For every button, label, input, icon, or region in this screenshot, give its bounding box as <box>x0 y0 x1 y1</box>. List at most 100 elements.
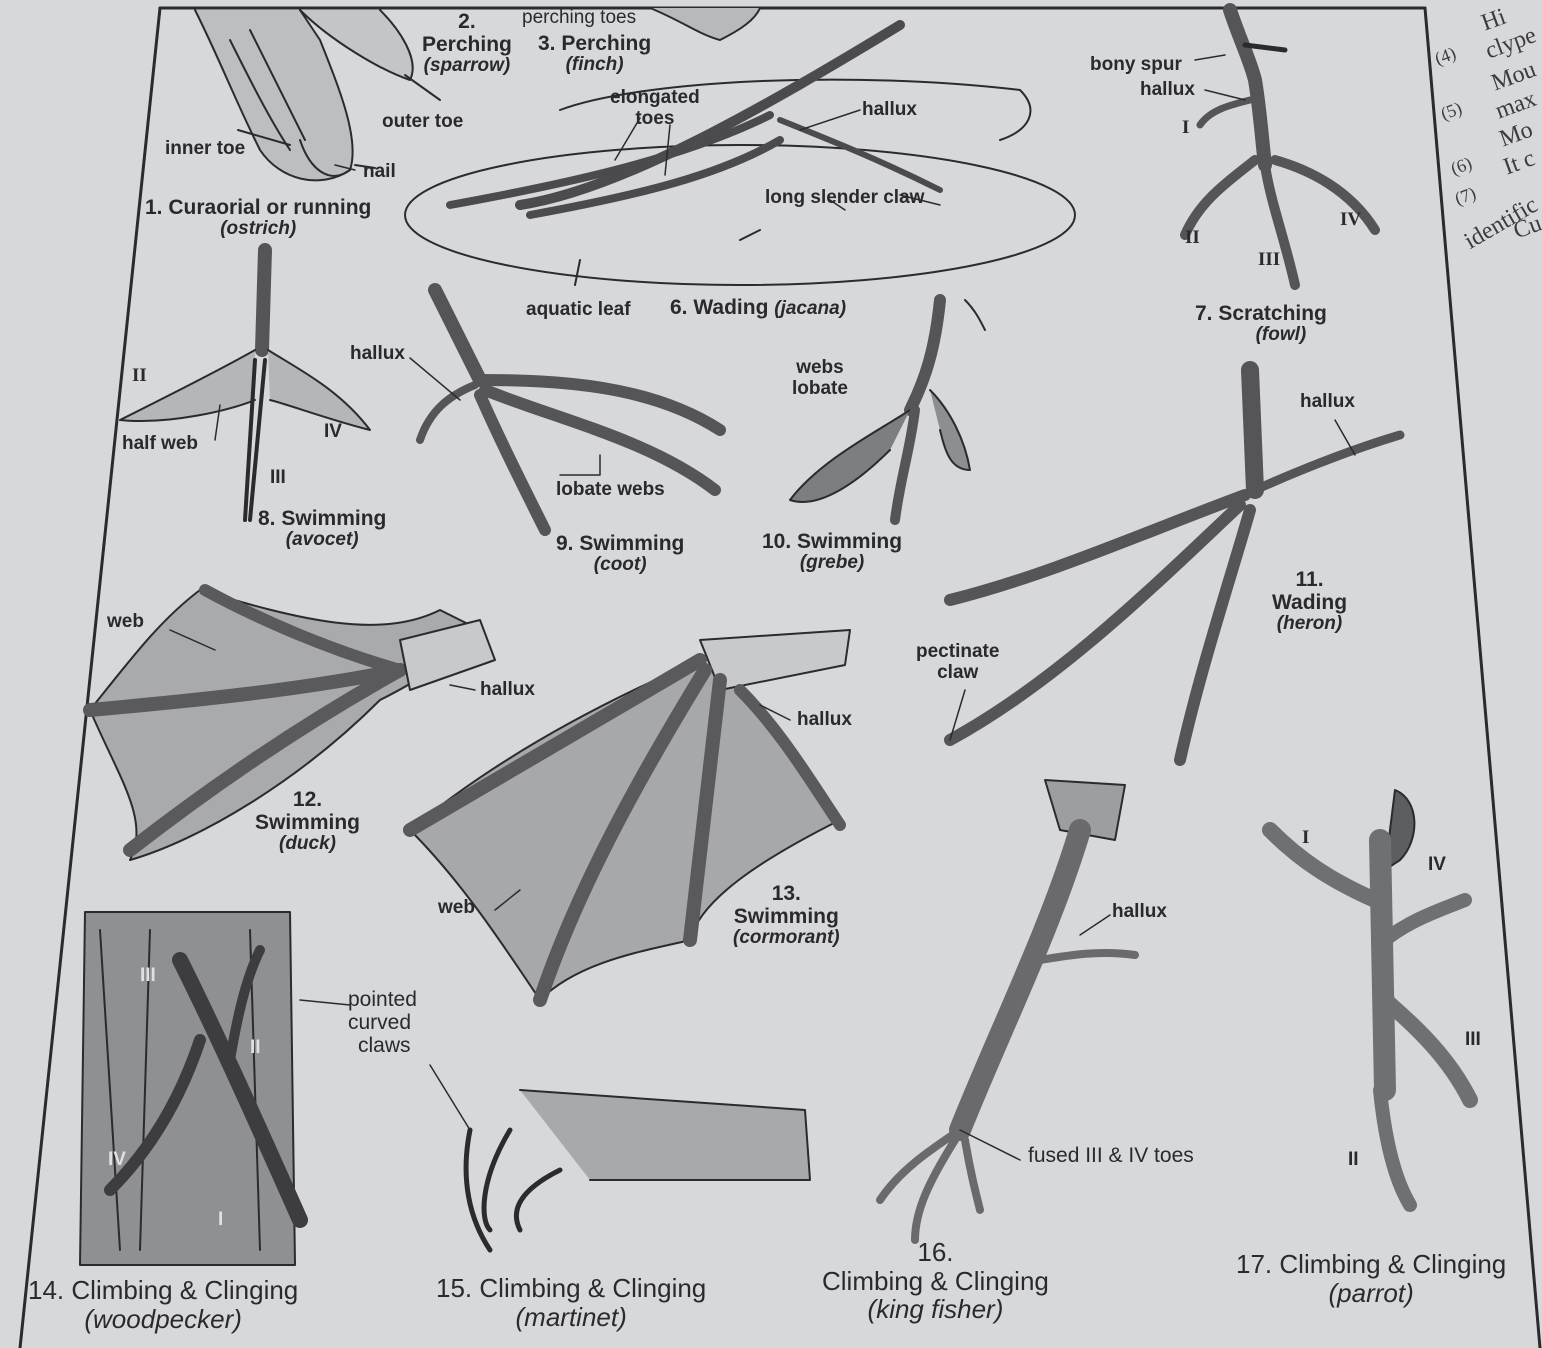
duck-web-label: web <box>107 612 144 633</box>
fig7-species: (fowl) <box>1235 325 1327 346</box>
perching-toes-label: perching toes <box>522 8 636 29</box>
fig14-number: 14. <box>28 1275 64 1305</box>
fig15-number: 15. <box>436 1273 472 1303</box>
woodpecker-toe-i: I <box>218 1210 223 1231</box>
fig6-number: 6. <box>670 296 688 319</box>
webs-lobate-line1: webs <box>792 358 848 379</box>
fig8-species: (avocet) <box>258 530 386 551</box>
fig8-number: 8. <box>258 507 276 530</box>
fowl-hallux-label: hallux <box>1140 80 1195 101</box>
finch-foot-drawing <box>650 8 760 40</box>
fig16-title: Climbing & Clinging <box>822 1267 1049 1296</box>
claws-line: claws <box>358 1034 417 1057</box>
fig16-number: 16. <box>822 1238 1049 1267</box>
lobate-webs-label: lobate webs <box>556 480 665 501</box>
outer-toe-label: outer toe <box>382 112 463 133</box>
pointed-line: pointed <box>348 988 417 1011</box>
fig1-number: 1. <box>145 196 163 219</box>
kingfisher-foot-drawing <box>880 780 1135 1240</box>
fig1-species: (ostrich) <box>145 219 371 240</box>
fig3-label: 3. Perching (finch) <box>538 32 651 76</box>
fig9-label: 9. Swimming (coot) <box>556 532 684 576</box>
cormorant-web-label: web <box>438 898 475 919</box>
fig3-title: Perching <box>561 32 651 55</box>
woodpecker-toe-iii: III <box>140 966 156 987</box>
fowl-foot-drawing <box>1185 10 1375 285</box>
fig1-label: 1. Curaorial or running (ostrich) <box>145 196 371 240</box>
fig10-species: (grebe) <box>762 553 902 574</box>
fig13-species: (cormorant) <box>733 928 840 949</box>
kingfisher-hallux-label: hallux <box>1112 902 1167 923</box>
fig12-label: 12. Swimming (duck) <box>255 788 360 855</box>
fig8-title: Swimming <box>281 507 386 530</box>
inner-toe-label: inner toe <box>165 139 245 160</box>
fowl-toe-iii: III <box>1258 250 1280 271</box>
fig9-title: Swimming <box>579 532 684 555</box>
fig11-title: Wading <box>1272 591 1347 614</box>
fowl-toe-ii: II <box>1185 228 1200 249</box>
fig17-number: 17. <box>1236 1249 1272 1279</box>
fig7-label: 7. Scratching (fowl) <box>1195 302 1327 346</box>
fig2-title: Perching <box>422 33 512 56</box>
fig3-number: 3. <box>538 32 556 55</box>
fig10-title: Swimming <box>797 530 902 553</box>
avocet-foot-drawing <box>120 250 370 520</box>
avocet-toe-iv: IV <box>324 422 342 443</box>
fig15-label: 15. Climbing & Clinging (martinet) <box>436 1274 706 1331</box>
fig14-label: 14. Climbing & Clinging (woodpecker) <box>28 1276 298 1333</box>
jacana-hallux-label: hallux <box>862 100 917 121</box>
parrot-toe-iv: IV <box>1428 855 1446 876</box>
fig10-label: 10. Swimming (grebe) <box>762 530 902 574</box>
grebe-foot-drawing <box>790 300 985 520</box>
fig13-title: Swimming <box>733 905 840 928</box>
curved-line: curved <box>348 1011 417 1034</box>
fig17-species: (parrot) <box>1236 1279 1506 1308</box>
fig17-label: 17. Climbing & Clinging (parrot) <box>1236 1250 1506 1307</box>
fig13-label: 13. Swimming (cormorant) <box>733 882 840 949</box>
fig7-title: Scratching <box>1218 302 1327 325</box>
fowl-toe-i: I <box>1182 118 1189 139</box>
half-web-label: half web <box>122 434 198 455</box>
fig12-number: 12. <box>255 788 360 811</box>
fig11-species: (heron) <box>1272 614 1347 635</box>
heron-hallux-label: hallux <box>1300 392 1355 413</box>
fig8-label: 8. Swimming (avocet) <box>258 507 386 551</box>
fig7-number: 7. <box>1195 302 1213 325</box>
fig14-species: (woodpecker) <box>28 1305 298 1334</box>
fig11-label: 11. Wading (heron) <box>1272 568 1347 635</box>
fig9-number: 9. <box>556 532 574 555</box>
elongated-toes-label: elongated toes <box>610 88 700 130</box>
pectinate-claw-label: pectinate claw <box>916 642 999 684</box>
parrot-toe-iii: III <box>1465 1030 1481 1051</box>
parrot-foot-drawing <box>1270 790 1470 1205</box>
fig15-title: Climbing & Clinging <box>479 1273 706 1303</box>
elongated-toes-line1: elongated <box>610 88 700 109</box>
fig1-title: Curaorial or running <box>168 196 371 219</box>
pointed-curved-claws-label: pointed curved claws <box>348 988 417 1057</box>
woodpecker-toe-ii: II <box>250 1038 261 1059</box>
fig6-label: 6. Wading (jacana) <box>670 296 846 320</box>
fig12-title: Swimming <box>255 811 360 834</box>
long-slender-claw-label: long slender claw <box>765 188 924 209</box>
fowl-toe-iv: IV <box>1340 210 1361 231</box>
avocet-hallux-label: hallux <box>350 344 405 365</box>
fig11-number: 11. <box>1272 568 1347 591</box>
nail-label: nail <box>363 162 396 183</box>
fig6-species: (jacana) <box>774 298 846 319</box>
cormorant-hallux-label: hallux <box>797 710 852 731</box>
avocet-toe-iii: III <box>270 468 286 489</box>
webs-lobate-line2: lobate <box>792 379 848 400</box>
fig2-number: 2. <box>422 10 512 33</box>
pectinate-claw-line2: claw <box>916 663 999 684</box>
fig16-label: 16. Climbing & Clinging (king fisher) <box>822 1238 1049 1324</box>
woodpecker-foot-drawing <box>80 912 300 1265</box>
fig12-species: (duck) <box>255 834 360 855</box>
fig14-title: Climbing & Clinging <box>71 1275 298 1305</box>
parrot-toe-ii: II <box>1348 1150 1359 1171</box>
fig16-species: (king fisher) <box>822 1295 1049 1324</box>
elongated-toes-line2: toes <box>610 109 700 130</box>
fused-toes-label: fused III & IV toes <box>1028 1144 1194 1167</box>
heron-foot-drawing <box>950 370 1400 760</box>
avocet-toe-ii: II <box>132 366 147 387</box>
